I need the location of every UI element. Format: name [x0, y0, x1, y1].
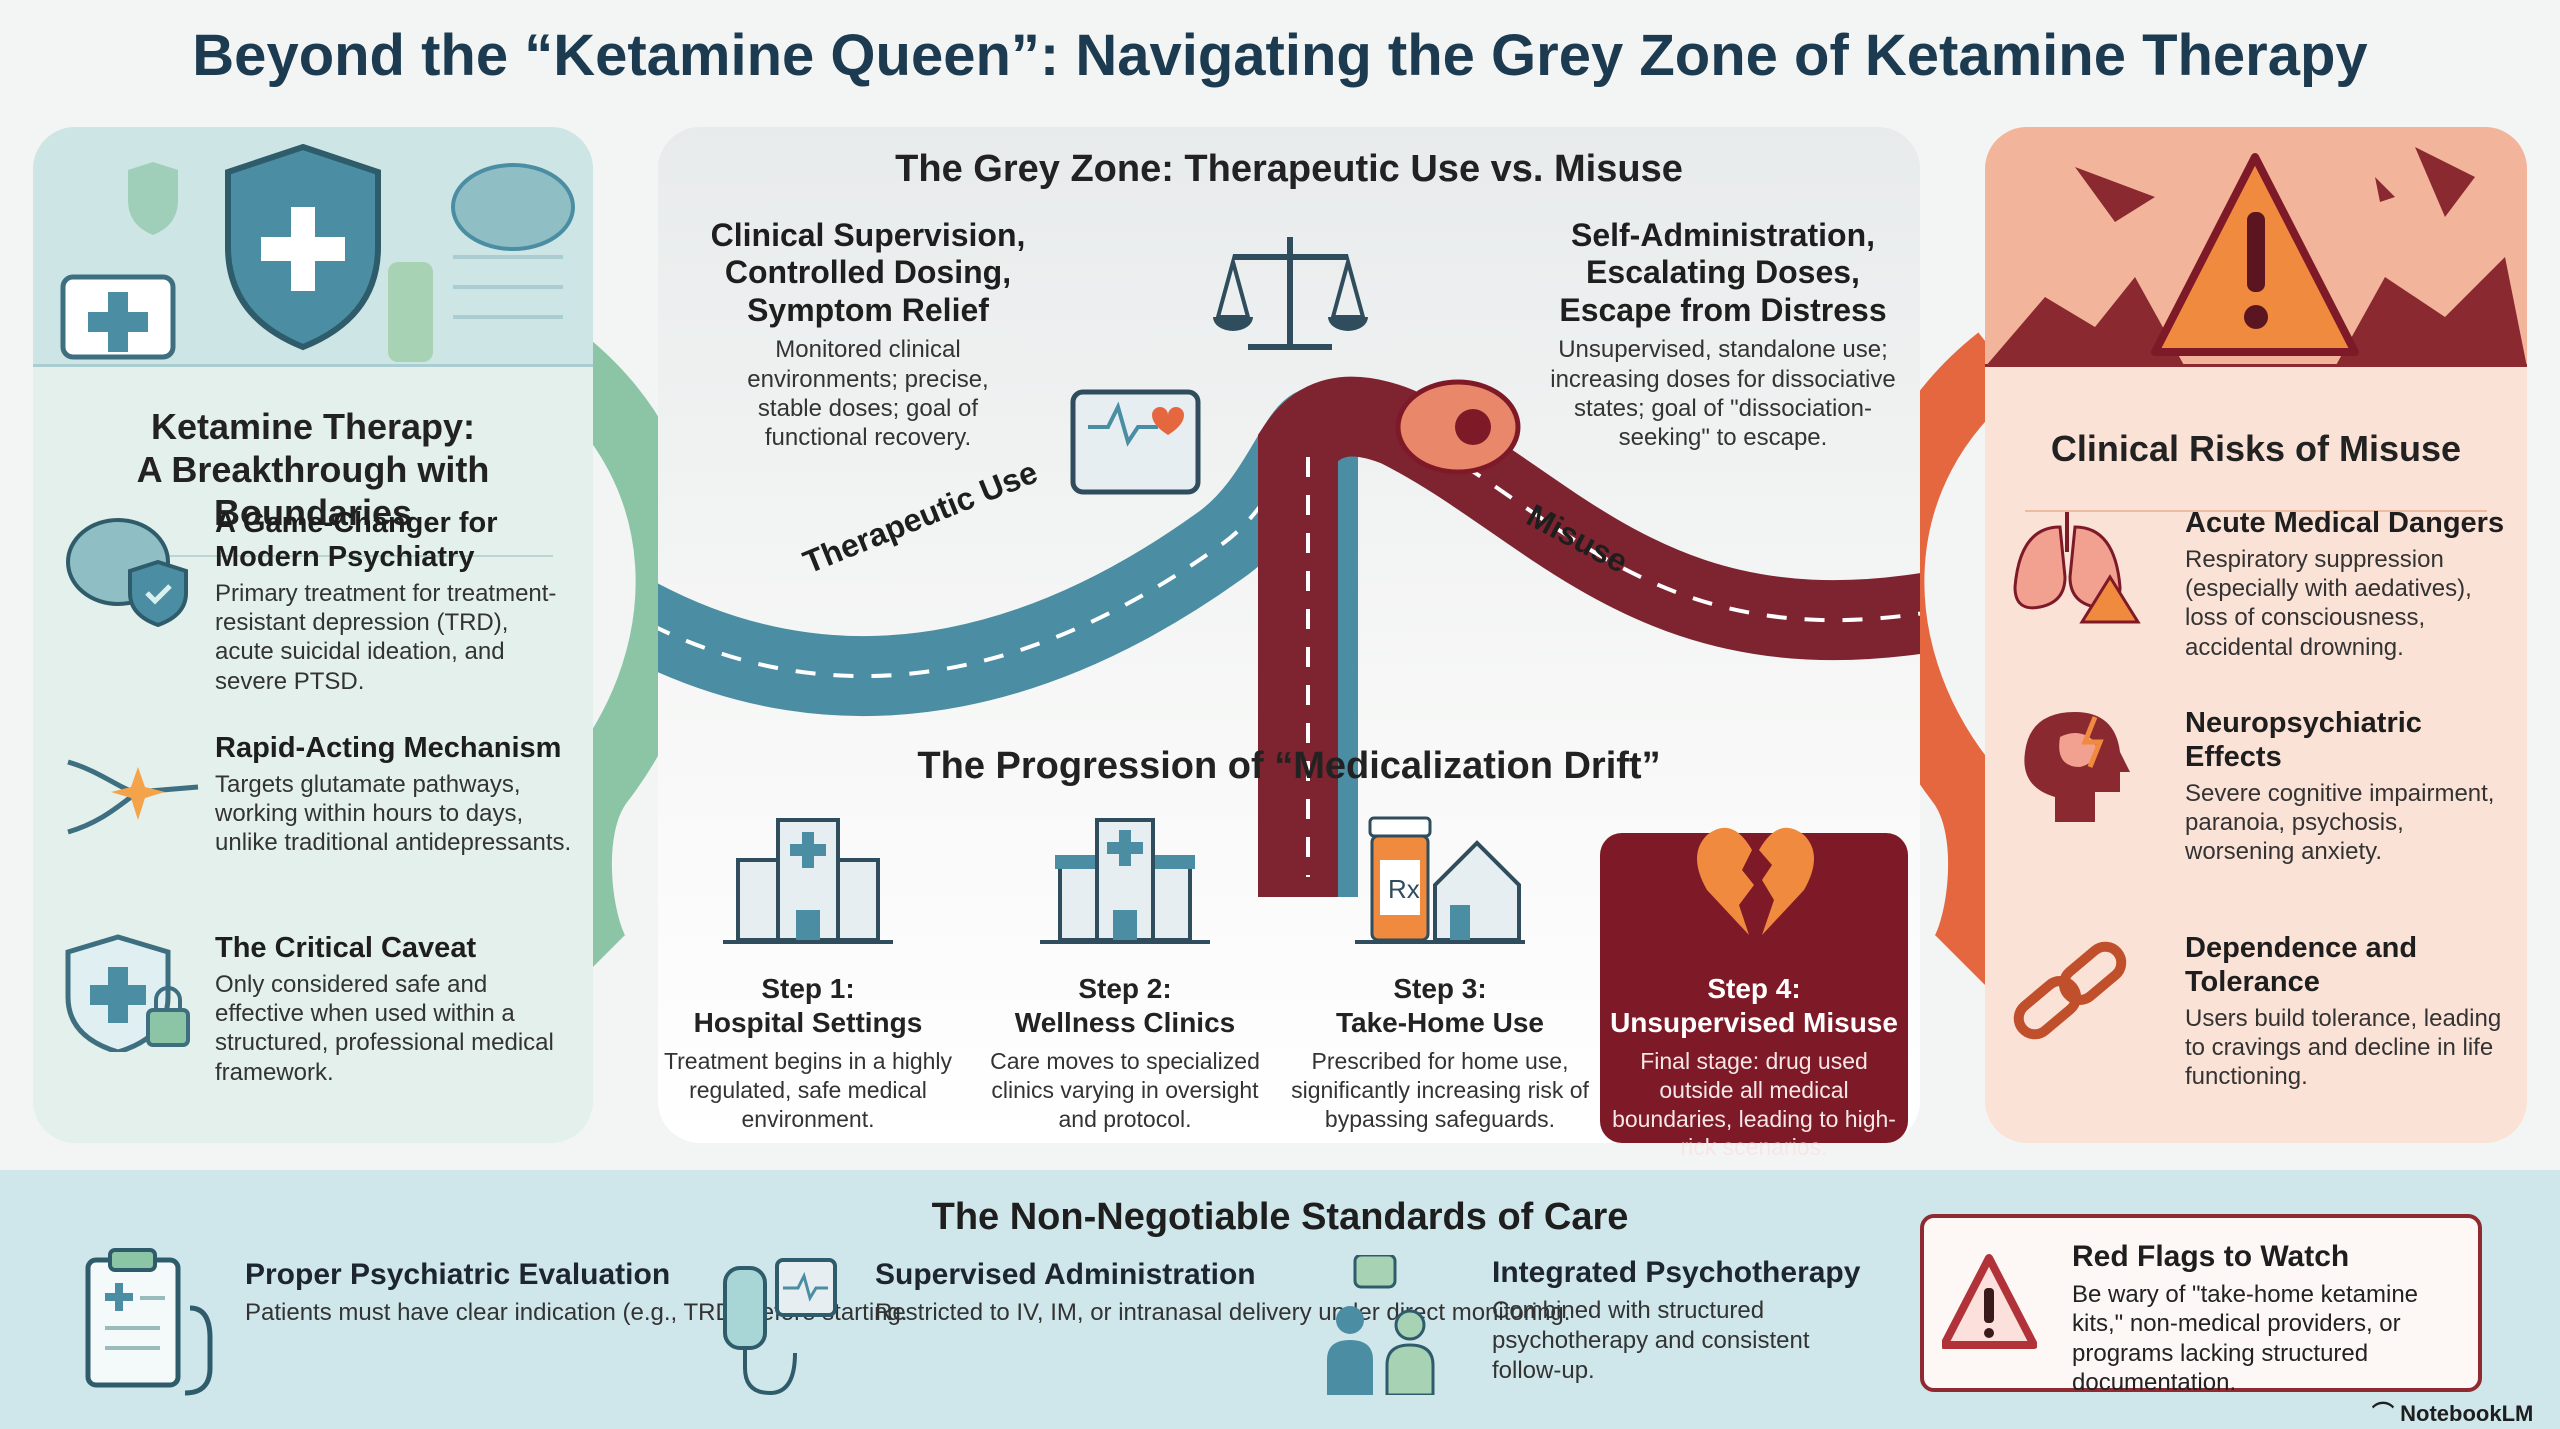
item-text: Primary treatment for treatment-resistan…: [215, 579, 557, 695]
svg-text:Rx: Rx: [1388, 874, 1420, 904]
item-heading: Neuropsychiatric Effects: [2185, 707, 2422, 773]
item-text: Severe cognitive impairment, paranoia, p…: [2185, 779, 2495, 866]
brand-logo: ⌒ NotebookLM: [2372, 1396, 2533, 1428]
broken-heart-icon: [1697, 827, 1814, 935]
red-flags-box: Red Flags to Watch Be wary of "take-home…: [1920, 1214, 2482, 1396]
ketamine-therapy-panel: Ketamine Therapy: A Breakthrough with Bo…: [33, 127, 593, 1143]
grey-zone-panel: The Grey Zone: Therapeutic Use vs. Misus…: [658, 127, 1920, 1143]
step-text: Final stage: drug used outside all medic…: [1612, 1048, 1896, 1161]
step-card-3: Rx Step 3:Take-Home Use Prescribed for h…: [1290, 810, 1590, 1133]
progression-title: The Progression of “Medicalization Drift…: [917, 745, 1661, 787]
brain-icon: [451, 163, 575, 251]
title-line: A Breakthrough with Boundaries: [136, 449, 490, 534]
warning-hero-illustration: [1985, 127, 2527, 367]
step-text: Prescribed for home use, significantly i…: [1291, 1048, 1589, 1132]
item-text: Users build tolerance, leading to cravin…: [2185, 1004, 2502, 1091]
item-heading: Rapid-Acting Mechanism: [215, 732, 562, 764]
road-svg: [658, 237, 1920, 897]
head-lightning-icon: [2024, 712, 2130, 822]
step-number: Step 1:: [761, 973, 855, 1004]
standards-title: The Non-Negotiable Standards of Care: [931, 1196, 1629, 1238]
therapeutic-column: Clinical Supervision, Controlled Dosing,…: [678, 217, 1058, 452]
red-flags-heading: Red Flags to Watch: [2072, 1240, 2350, 1273]
neural-spark-icon: [67, 759, 199, 835]
therapeutic-text: Monitored clinical environments; precise…: [747, 336, 989, 452]
clinical-risks-panel: Clinical Risks of Misuse Acute Medical D…: [1985, 127, 2527, 1143]
warning-icon: [1942, 1254, 2037, 1349]
item-heading: Acute Medical Dangers: [2185, 507, 2505, 539]
right-panel-title: Clinical Risks of Misuse: [2050, 428, 2462, 469]
shield-cross-icon: [60, 143, 575, 362]
step-name: Unsupervised Misuse: [1610, 1006, 1898, 1038]
title-line: Ketamine Therapy:: [150, 406, 476, 447]
step-name: Hospital Settings: [693, 1006, 923, 1038]
step-number: Step 4:: [1707, 973, 1801, 1004]
step-card-2: Step 2:Wellness Clinics Care moves to sp…: [975, 810, 1275, 1133]
grey-zone-title: The Grey Zone: Therapeutic Use vs. Misus…: [895, 148, 1683, 190]
notebooklm-icon: ⌒: [2372, 1401, 2401, 1426]
brain-gear-icon: [1395, 379, 1521, 475]
step-4-highlight: [1600, 833, 1908, 1143]
broken-chain-icon: [2013, 941, 2127, 1040]
clipboard-stethoscope-icon: [85, 1248, 213, 1396]
standard-text: Restricted to IV, IM, or intranasal deli…: [875, 1299, 1571, 1326]
red-flags-text: Be wary of "take-home ketamine kits," no…: [2072, 1281, 2419, 1396]
item-text: Targets glutamate pathways, working with…: [215, 770, 572, 857]
item-heading: Dependence and Tolerance: [2185, 932, 2418, 998]
monitor-icon: [1070, 389, 1201, 495]
medical-hero-illustration: [33, 127, 593, 367]
warning-triangle-icon: [1985, 147, 2527, 367]
step-text: Care moves to specialized clinics varyin…: [990, 1048, 1260, 1132]
step-text: Treatment begins in a highly regulated, …: [663, 1048, 953, 1132]
therapeutic-heading: Clinical Supervision, Controlled Dosing,…: [710, 217, 1026, 328]
page-title: Beyond the “Ketamine Queen”: Navigating …: [192, 23, 2368, 88]
prescription-home-icon: Rx: [1355, 816, 1525, 944]
lungs-warning-icon: [2013, 512, 2141, 624]
clinic-icon: [1040, 818, 1210, 944]
step-name: Take-Home Use: [1335, 1006, 1544, 1038]
brain-shield-icon: [66, 518, 188, 627]
item-heading: A Game-Changer for Modern Psychiatry: [215, 507, 498, 573]
standard-heading: Supervised Administration: [875, 1258, 1256, 1291]
misuse-heading: Self-Administration, Escalating Doses, E…: [1559, 217, 1887, 328]
step-number: Step 3:: [1393, 973, 1487, 1004]
step-card-4: Step 4:Unsupervised Misuse Final stage: …: [1604, 810, 1904, 1162]
brand-name: NotebookLM: [2400, 1401, 2534, 1426]
therapy-conversation-icon: [1327, 1255, 1435, 1395]
scale-icon: [1213, 237, 1368, 350]
left-panel-title: Ketamine Therapy: A Breakthrough with Bo…: [33, 405, 593, 535]
step-number: Step 2:: [1078, 973, 1172, 1004]
iv-monitor-icon: [723, 1258, 837, 1396]
step-name: Wellness Clinics: [1014, 1006, 1236, 1038]
item-heading: The Critical Caveat: [215, 932, 477, 964]
step-card-1: Step 1:Hospital Settings Treatment begin…: [658, 810, 958, 1133]
shield-lock-icon: [65, 934, 190, 1052]
standard-heading: Integrated Psychotherapy: [1492, 1256, 1861, 1289]
item-text: Only considered safe and effective when …: [215, 970, 554, 1086]
standard-heading: Proper Psychiatric Evaluation: [245, 1258, 671, 1291]
misuse-column: Self-Administration, Escalating Doses, E…: [1538, 217, 1908, 452]
hospital-icon: [723, 818, 893, 944]
misuse-text: Unsupervised, standalone use; increasing…: [1550, 336, 1896, 452]
item-text: Respiratory suppression (especially with…: [2185, 545, 2472, 661]
standard-text: Combined with structured psychotherapy a…: [1492, 1297, 1810, 1384]
